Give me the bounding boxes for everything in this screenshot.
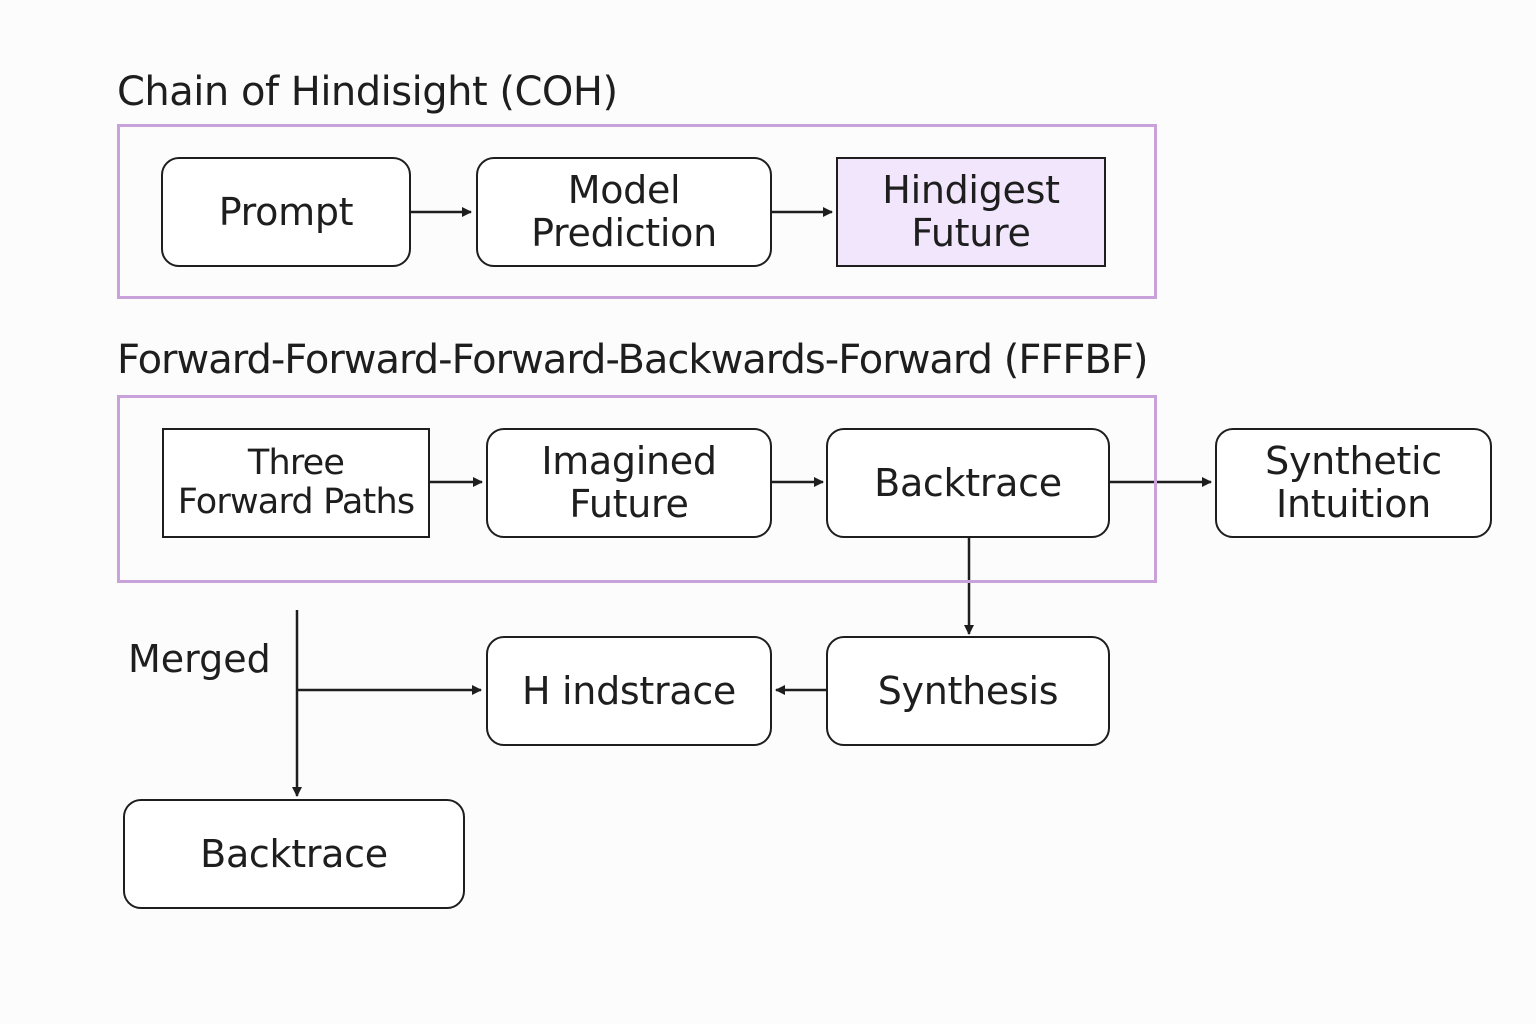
synthesis-node-label: Synthesis xyxy=(877,668,1059,713)
coh-section-title: Chain of Hindisight (COH) xyxy=(117,69,618,115)
merged-label: Merged xyxy=(128,637,271,681)
three-forward-paths-line-1: Three xyxy=(247,442,345,483)
hindstrace-node-label: H indstrace xyxy=(522,668,736,713)
three-forward-paths-line-2: Forward Paths xyxy=(177,482,415,522)
synthetic-intuition-line-1: Synthetic xyxy=(1265,439,1442,484)
hindstrace-node: H indstrace xyxy=(486,636,772,746)
fffbf-section-title: Forward-Forward-Forward-Backwards-Forwar… xyxy=(117,337,1148,383)
three-forward-paths-node: Three Forward Paths xyxy=(162,428,430,538)
model-prediction-line-1: Model xyxy=(567,168,681,213)
backtrace-node-label: Backtrace xyxy=(874,460,1062,505)
fffbf-frame xyxy=(117,395,1157,583)
coh-frame xyxy=(117,124,1157,299)
hindigest-future-line-1: Hindigest xyxy=(882,168,1060,213)
imagined-future-node: Imagined Future xyxy=(486,428,772,538)
lower-backtrace-node: Backtrace xyxy=(123,799,465,909)
hindigest-future-line-2: Future xyxy=(911,211,1031,255)
model-prediction-line-2: Prediction xyxy=(531,211,717,255)
imagined-future-line-1: Imagined xyxy=(541,439,717,484)
synthetic-intuition-line-2: Intuition xyxy=(1276,482,1431,526)
imagined-future-line-2: Future xyxy=(569,482,689,526)
synthetic-intuition-node: Synthetic Intuition xyxy=(1215,428,1492,538)
synthesis-node: Synthesis xyxy=(826,636,1110,746)
backtrace-node: Backtrace xyxy=(826,428,1110,538)
lower-backtrace-node-label: Backtrace xyxy=(200,831,388,876)
prompt-node-label: Prompt xyxy=(218,189,354,234)
prompt-node: Prompt xyxy=(161,157,411,267)
hindigest-future-node: Hindigest Future xyxy=(836,157,1106,267)
model-prediction-node: Model Prediction xyxy=(476,157,772,267)
